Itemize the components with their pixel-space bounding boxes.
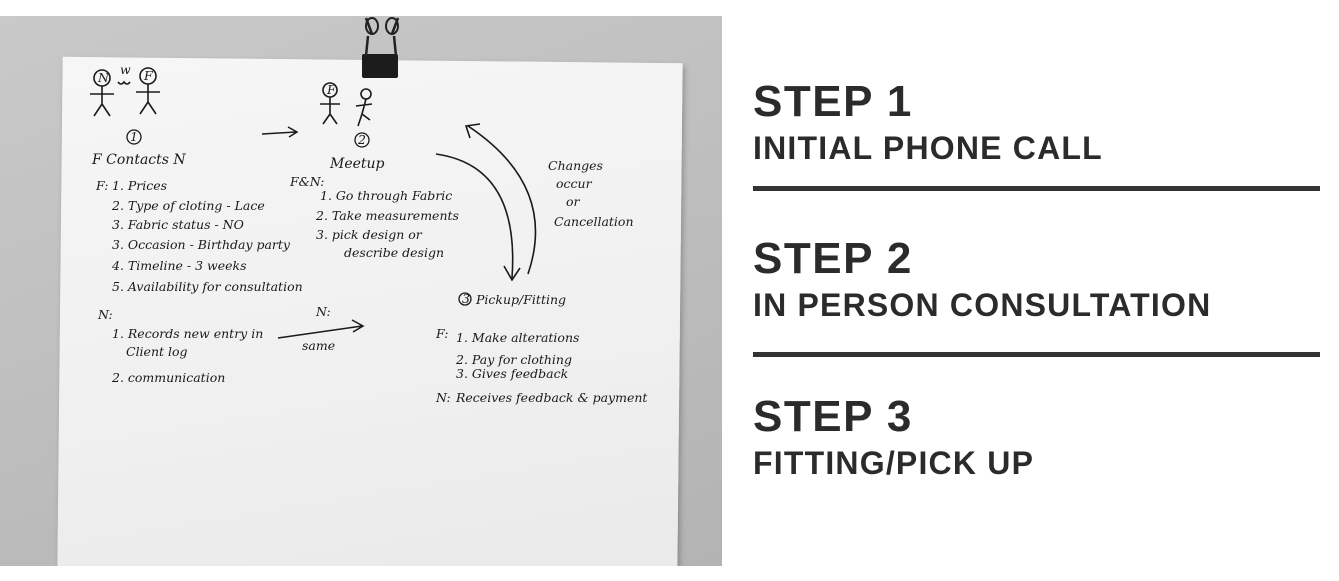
binder-clip-icon: [362, 17, 400, 78]
flow-number-2: 2: [357, 132, 366, 147]
figure-head-f-center: F: [326, 82, 337, 97]
meetup-item: 1. Go through Fabric: [320, 188, 452, 203]
f-item: 3. Fabric status - NO: [112, 217, 244, 232]
f-item: 4. Timeline - 3 weeks: [111, 258, 247, 273]
n-label: N:: [97, 307, 113, 322]
pickup-n-label: N:: [435, 390, 451, 405]
figure-head-n: N: [97, 70, 110, 85]
f-item: 2. Type of cloting - Lace: [111, 198, 265, 213]
pickup-n-item: Receives feedback & payment: [455, 390, 648, 405]
step-title: STEP 3: [753, 392, 913, 441]
meetup-item: describe design: [344, 245, 444, 260]
flow-number-1: 1: [130, 129, 138, 144]
pickup-item: 3. Gives feedback: [456, 366, 568, 381]
flow-number-3: 3: [462, 291, 470, 306]
n-item: 1. Records new entry in: [112, 326, 263, 341]
arrow-curve-up-icon: [464, 123, 537, 275]
changes-note-line: Cancellation: [554, 214, 634, 229]
changes-note-line: Changes: [548, 158, 603, 173]
sketch-photo: N F w F 1 2 3 F Contacts N Meetup Pickup…: [0, 16, 722, 566]
f-item: 5. Availability for consultation: [112, 279, 303, 294]
arrow-curve-down-icon: [435, 153, 521, 282]
step-subtitle: INITIAL PHONE CALL: [753, 130, 1103, 166]
flow-title-2: Meetup: [329, 156, 385, 172]
meetup-figures-icon: [320, 82, 373, 127]
pickup-item: 1. Make alterations: [456, 330, 579, 345]
f-item: 1. Prices: [112, 178, 167, 193]
arrow-right-icon: [261, 126, 299, 138]
step-subtitle: IN PERSON CONSULTATION: [753, 287, 1212, 323]
step-subtitle: FITTING/PICK UP: [753, 445, 1035, 481]
flow-title-3: Pickup/Fitting: [475, 292, 566, 307]
meetup-item: 2. Take measurements: [315, 208, 459, 223]
steps-panel: STEP 1 INITIAL PHONE CALL STEP 2 IN PERS…: [753, 0, 1323, 581]
meetup-item: 3. pick design or: [316, 227, 423, 242]
step-title: STEP 1: [753, 77, 913, 126]
sketch-drawing: N F w F 1 2 3 F Contacts N Meetup Pickup…: [90, 17, 648, 405]
figure-head-f: F: [143, 68, 154, 83]
flow-title-1: F Contacts N: [91, 152, 186, 168]
arrow-label-top: N:: [315, 304, 331, 319]
step-1: STEP 1 INITIAL PHONE CALL: [753, 77, 1103, 166]
changes-note-line: or: [566, 194, 581, 209]
stick-figures-icon: [90, 67, 160, 117]
arrow-right-icon: [277, 319, 365, 339]
n-item: Client log: [126, 344, 188, 359]
step-2: STEP 2 IN PERSON CONSULTATION: [753, 234, 1212, 323]
f-item: 3. Occasion - Birthday party: [112, 237, 291, 252]
meetup-label: F&N:: [289, 174, 325, 189]
f-label: F:: [95, 178, 108, 193]
step-title: STEP 2: [753, 234, 913, 283]
step-3: STEP 3 FITTING/PICK UP: [753, 392, 1035, 481]
step-divider: [753, 186, 1320, 191]
n-item: 2. communication: [111, 370, 225, 385]
pickup-item: 2. Pay for clothing: [455, 352, 572, 367]
arrow-label-bottom: same: [302, 338, 335, 353]
speech-mark: w: [120, 62, 131, 77]
step-divider: [753, 352, 1320, 357]
pickup-f-label: F:: [435, 326, 448, 341]
changes-note-line: occur: [556, 176, 593, 191]
